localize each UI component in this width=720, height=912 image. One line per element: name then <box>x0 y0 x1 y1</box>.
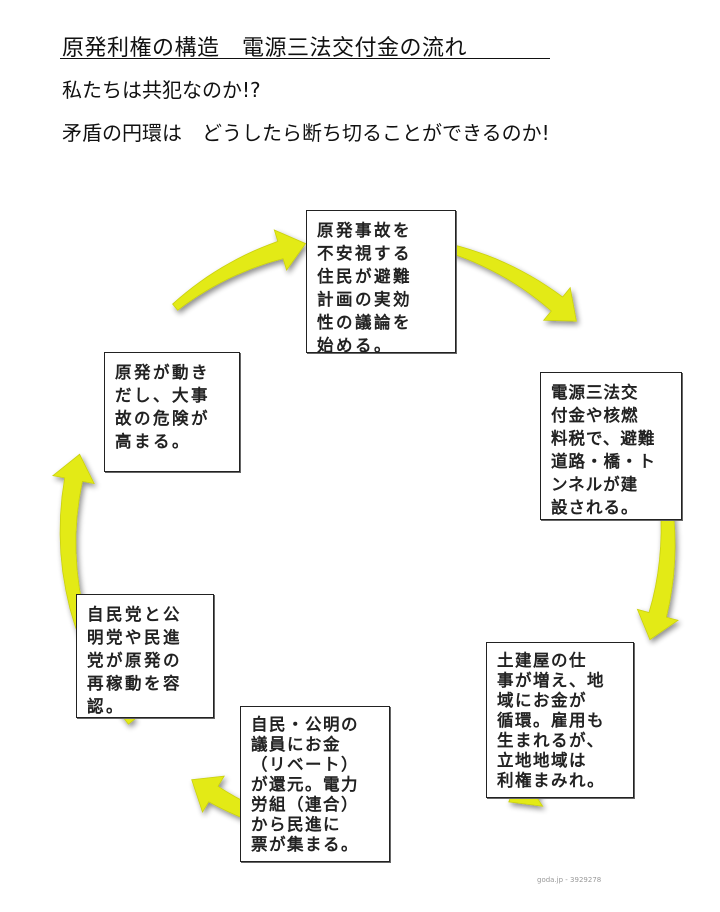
subtitle-question: 私たちは共犯なのか!? <box>62 78 261 102</box>
cycle-box-line: 始める。 <box>317 336 393 355</box>
cycle-box-line: 土建屋の仕 <box>497 651 587 670</box>
arrow-top-right-icon <box>439 241 577 322</box>
cycle-box-line: 循環。雇用も <box>497 711 605 730</box>
page-title: 原発利権の構造 電源三法交付金の流れ <box>62 36 468 61</box>
cycle-box-line: （リベート） <box>251 755 359 774</box>
cycle-box-line: 高まる。 <box>115 432 191 451</box>
cycle-box-construction-jobs: 土建屋の仕 事が増え、地 域にお金が 循環。雇用も 生まれるが、 立地地域は 利… <box>486 642 634 798</box>
cycle-box-line: 不安視する <box>317 244 412 263</box>
cycle-box-line: 原発が動き <box>115 363 210 382</box>
cycle-box-line: 性の議論を <box>317 313 412 332</box>
cycle-box-line: 道路・橋・ト <box>551 452 656 471</box>
cycle-box-line: 住民が避難 <box>317 267 412 286</box>
cycle-box-line: 労組（連合） <box>251 795 359 814</box>
arrow-top-left-icon <box>172 229 307 311</box>
cycle-box-line: 議員にお金 <box>251 735 341 754</box>
cycle-box-line: 故の危険が <box>115 409 210 428</box>
cycle-box-evacuation-debate: 原発事故を 不安視する 住民が避難 計画の実効 性の議論を 始める。 <box>306 210 456 355</box>
cycle-box-line: 域にお金が <box>497 691 587 710</box>
cycle-box-line: 計画の実効 <box>317 290 412 309</box>
cycle-box-line: 設される。 <box>551 498 639 517</box>
watermark: goda.jp - 3929278 <box>537 876 602 884</box>
cycle-box-line: 利権まみれ。 <box>497 771 606 790</box>
cycle-box-line: 認。 <box>87 697 125 716</box>
cycle-box-line: 票が集まる。 <box>251 835 359 854</box>
cycle-box-line: 自民党と公 <box>87 605 182 624</box>
cycle-box-restart-approval: 自民党と公 明党や民進 党が原発の 再稼動を容 認。 <box>76 594 214 718</box>
cycle-box-line: 電源三法交 <box>551 383 639 402</box>
cycle-box-line: 自民・公明の <box>251 715 359 734</box>
cycle-box-line: が還元。電力 <box>251 775 359 794</box>
cycle-box-line: 付金や核燃 <box>551 406 639 425</box>
cycle-box-line: 明党や民進 <box>87 628 182 647</box>
cycle-box-subsidy-construction: 電源三法交 付金や核燃 料税で、避難 道路・橋・ト ンネルが建 設される。 <box>540 372 682 520</box>
cycle-box-line: ンネルが建 <box>551 475 639 494</box>
cycle-box-line: 生まれるが、 <box>497 731 605 750</box>
cycle-box-line: 再稼動を容 <box>87 674 182 693</box>
cycle-box-line: 事が増え、地 <box>497 671 605 690</box>
cycle-box-accident-risk: 原発が動き だし、大事 故の危険が 高まる。 <box>104 352 240 472</box>
cycle-box-rebate-votes: 自民・公明の 議員にお金 （リベート） が還元。電力 労組（連合） から民進に … <box>240 706 390 862</box>
subtitle-cycle-question: 矛盾の円環は どうしたら断ち切ることができるのか! <box>62 121 550 145</box>
cycle-box-line: だし、大事 <box>115 386 210 405</box>
cycle-box-line: 立地地域は <box>497 751 587 770</box>
cycle-box-line: 原発事故を <box>317 221 412 240</box>
cycle-box-line: 料税で、避難 <box>551 429 656 448</box>
title-underline <box>60 58 550 59</box>
cycle-box-line: 党が原発の <box>87 651 182 670</box>
cycle-box-line: から民進に <box>251 815 341 834</box>
